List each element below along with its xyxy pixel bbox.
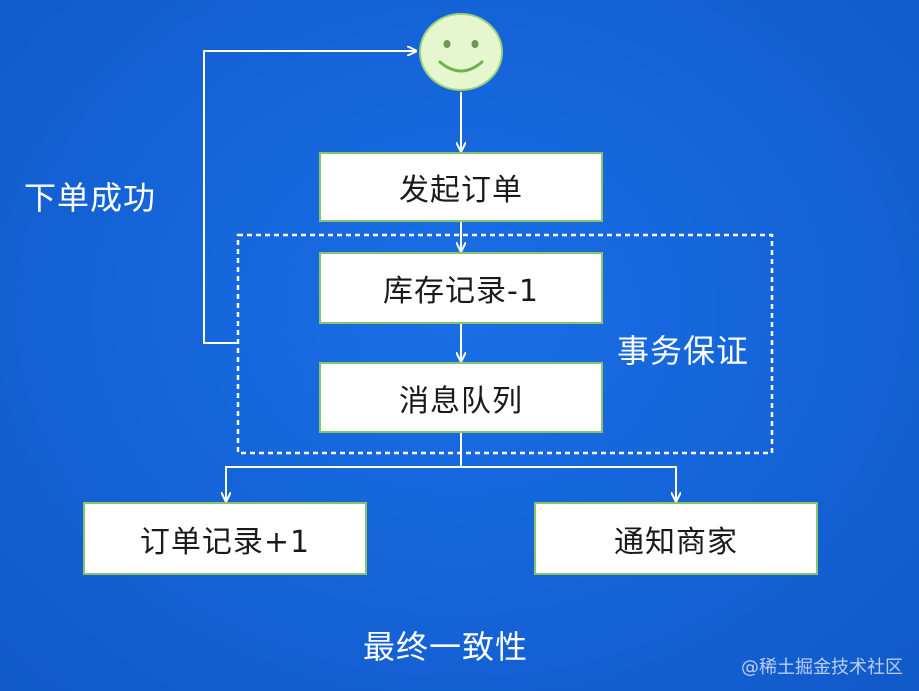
message-queue-box: 消息队列 xyxy=(319,362,603,433)
watermark: @稀土掘金技术社区 xyxy=(741,657,903,678)
notify-merchant-box: 通知商家 xyxy=(534,502,818,575)
branch-to-order-record xyxy=(226,466,461,500)
order-record-box: 订单记录+1 xyxy=(83,502,367,575)
transaction-guarantee-label: 事务保证 xyxy=(617,332,750,370)
smiley-face-icon xyxy=(419,13,503,91)
initiate-order-box: 发起订单 xyxy=(319,152,603,222)
order-success-label: 下单成功 xyxy=(24,179,157,217)
inventory-record-box: 库存记录-1 xyxy=(319,252,603,324)
success-feedback-line xyxy=(203,51,415,344)
branch-to-notify-merchant xyxy=(461,466,676,500)
eventual-consistency-label: 最终一致性 xyxy=(363,628,529,666)
